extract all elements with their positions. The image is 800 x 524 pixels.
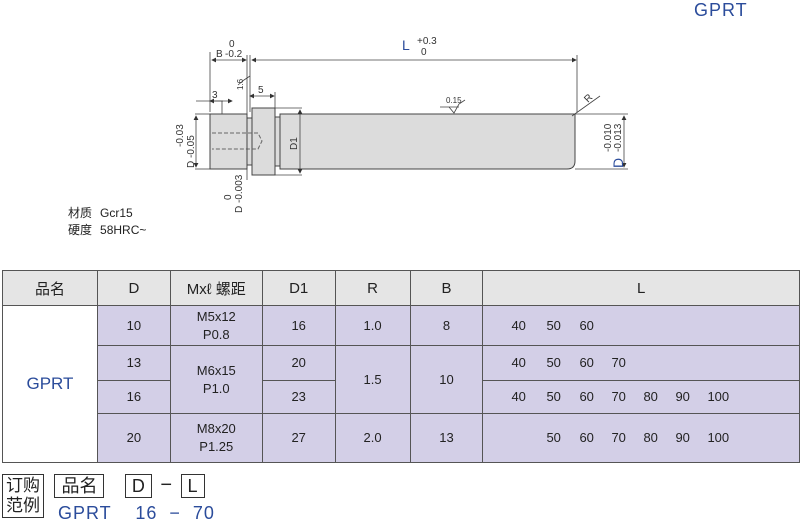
L-value: 40 — [511, 389, 526, 404]
dim-D-bottom: D — [234, 206, 245, 213]
L-value: 40 — [511, 317, 526, 333]
neck — [246, 117, 253, 166]
L-value: 70 — [611, 430, 626, 445]
shaft — [279, 113, 576, 170]
svg-text:0: 0 — [223, 194, 234, 200]
dim-D1-label: D1 — [289, 137, 300, 150]
svg-text:-0.010: -0.010 — [603, 123, 614, 152]
svg-text:-0.003: -0.003 — [234, 174, 245, 203]
order-example-value: GPRT 16 − 70 — [58, 503, 215, 523]
roughness-0-15: 0.15 — [446, 96, 462, 105]
product-code-title: GPRT — [694, 0, 748, 20]
dim-D-right: D — [610, 158, 626, 168]
order-box-D: D — [124, 474, 152, 498]
L-value: 60 — [579, 355, 594, 370]
L-value: 40 — [511, 355, 526, 370]
L-values: 40 50 60 70 — [482, 345, 800, 381]
dim-D-left: D — [186, 161, 197, 168]
dim-R-label: R — [582, 92, 595, 105]
groove — [274, 116, 281, 167]
L-value: 60 — [579, 430, 594, 445]
L-value: 60 — [579, 389, 594, 404]
thread-section — [209, 113, 248, 170]
order-box-name: 品名 — [54, 474, 105, 498]
L-value: 80 — [643, 389, 658, 404]
flange — [251, 107, 276, 176]
L-values: 50 60 70 80 90 100 — [482, 413, 800, 463]
L-value: 80 — [643, 430, 658, 445]
L-value: 100 — [707, 430, 730, 445]
dim-5: 5 — [258, 85, 264, 96]
product-name: GPRT — [2, 305, 98, 463]
L-values: 40 50 60 70 80 90 100 — [482, 380, 800, 414]
L-value: 50 — [546, 389, 561, 404]
dim-L-tol-upper: +0.3 — [417, 36, 437, 47]
svg-text:-0.013: -0.013 — [613, 123, 624, 152]
roughness-1-6: 1.6 — [236, 78, 245, 90]
L-value: 50 — [546, 430, 561, 445]
dim-3: 3 — [212, 90, 218, 101]
L-value: 90 — [675, 430, 690, 445]
L-values: 40 50 60 — [482, 305, 800, 346]
dim-B-label: B — [216, 49, 223, 60]
order-box-L: L — [180, 474, 205, 498]
table-header: 品名 D Mxℓ 螺距 D1 R B L — [2, 270, 800, 306]
dim-B-tol-upper: 0 — [229, 39, 235, 50]
L-value: 90 — [675, 389, 690, 404]
L-value: 60 — [579, 317, 594, 333]
dim-L-label: L — [402, 37, 410, 53]
dim-B-tol-lower: -0.2 — [225, 49, 243, 60]
order-example: 订购范例 品名 D − L — [2, 474, 205, 518]
order-label: 订购范例 — [2, 474, 44, 518]
part-drawing: L +0.3 0 B 0 -0.2 3 5 0.15 1.6 R D1 D -0… — [175, 36, 628, 213]
svg-text:-0.05: -0.05 — [186, 135, 197, 158]
L-value: 70 — [611, 389, 626, 404]
L-value: 50 — [546, 317, 561, 333]
L-value: 50 — [546, 355, 561, 370]
L-value: 100 — [707, 389, 730, 404]
L-value: 70 — [611, 355, 626, 370]
dim-L-tol-lower: 0 — [421, 47, 427, 58]
svg-text:-0.03: -0.03 — [175, 124, 186, 147]
